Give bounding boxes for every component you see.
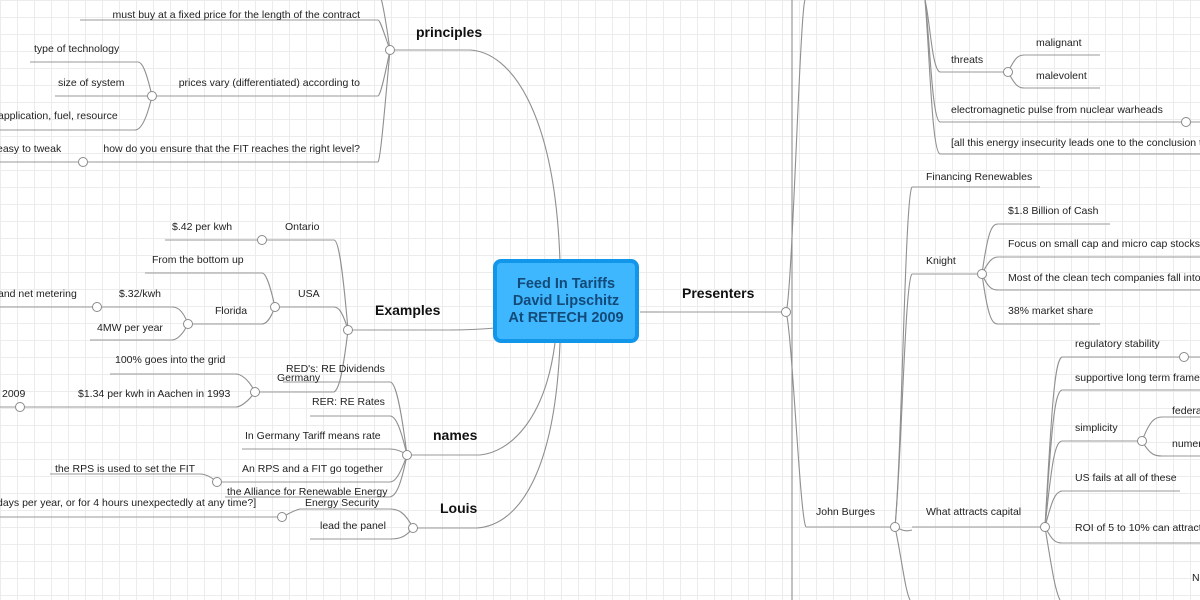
node-cash[interactable]: $1.8 Billion of Cash	[1008, 205, 1099, 217]
junction-dots	[15, 45, 1191, 533]
node-ontario-price[interactable]: $.42 per kwh	[172, 221, 232, 233]
node-grid-100[interactable]: 100% goes into the grid	[115, 354, 225, 366]
node-usa[interactable]: USA	[298, 288, 320, 300]
node-aachen[interactable]: $1.34 per kwh in Aachen in 1993	[78, 388, 231, 400]
node-right-level[interactable]: how do you ensure that the FIT reaches t…	[103, 143, 360, 155]
node-federal[interactable]: federa	[1172, 405, 1200, 417]
node-us-fails[interactable]: US fails at all of these	[1075, 472, 1177, 484]
central-topic[interactable]: Feed In Tariffs David Lipschitz At RETEC…	[493, 259, 639, 343]
node-florida-price[interactable]: $.32/kwh	[119, 288, 161, 300]
node-threats[interactable]: threats	[951, 54, 983, 66]
node-regulatory-stability[interactable]: regulatory stability	[1075, 338, 1160, 350]
node-prices-vary[interactable]: prices vary (differentiated) according t…	[179, 77, 360, 89]
branch-names[interactable]: names	[433, 427, 478, 443]
node-numerous[interactable]: numer	[1172, 438, 1200, 450]
node-energy-security[interactable]: Energy Security	[305, 497, 380, 509]
node-net-metering[interactable]: and net metering	[0, 288, 77, 300]
node-energy-insecurity[interactable]: [all this energy insecurity leads one to…	[951, 137, 1200, 149]
node-rps-sets-fit[interactable]: the RPS is used to set the FIT	[55, 463, 196, 475]
central-line-3: At RETECH 2009	[508, 309, 624, 326]
node-ontario[interactable]: Ontario	[285, 221, 320, 233]
node-knight[interactable]: Knight	[926, 255, 956, 267]
node-type-of-technology[interactable]: type of technology	[34, 43, 120, 55]
node-from-bottom-up[interactable]: From the bottom up	[152, 254, 244, 266]
node-simplicity[interactable]: simplicity	[1075, 422, 1118, 434]
node-what-attracts-capital[interactable]: What attracts capital	[926, 506, 1021, 518]
branch-principles[interactable]: principles	[416, 24, 482, 40]
node-lead-panel[interactable]: lead the panel	[320, 520, 386, 532]
node-tariff-means-rate[interactable]: In Germany Tariff means rate	[245, 430, 381, 442]
node-easy-to-tweak[interactable]: easy to tweak	[0, 143, 62, 155]
branch-louis[interactable]: Louis	[440, 500, 478, 516]
node-malignant[interactable]: malignant	[1036, 37, 1082, 49]
node-fixed-price[interactable]: must buy at a fixed price for the length…	[113, 9, 361, 21]
node-florida-capacity[interactable]: 4MW per year	[97, 322, 163, 334]
node-rer[interactable]: RER: RE Rates	[312, 396, 385, 408]
node-n-cut[interactable]: N	[1192, 572, 1200, 584]
node-emp[interactable]: electromagnetic pulse from nuclear warhe…	[951, 104, 1163, 116]
node-alliance[interactable]: the Alliance for Renewable Energy	[227, 486, 388, 498]
node-supportive-long-term[interactable]: supportive long term frame	[1075, 372, 1200, 384]
branch-presenters[interactable]: Presenters	[682, 285, 755, 301]
node-market-share[interactable]: 38% market share	[1008, 305, 1093, 317]
node-florida[interactable]: Florida	[215, 305, 247, 317]
node-size-of-system[interactable]: size of system	[58, 77, 125, 89]
node-germany[interactable]: Germany	[277, 372, 321, 384]
node-year-2009[interactable]: 2009	[2, 388, 26, 400]
node-rps-fit[interactable]: An RPS and a FIT go together	[242, 463, 384, 475]
node-days-per-year[interactable]: days per year, or for 4 hours unexpected…	[0, 497, 256, 509]
branch-examples[interactable]: Examples	[375, 302, 441, 318]
node-john-burges[interactable]: John Burges	[816, 506, 875, 518]
node-clean-tech[interactable]: Most of the clean tech companies fall in…	[1008, 272, 1200, 284]
node-roi[interactable]: ROI of 5 to 10% can attract	[1075, 522, 1200, 534]
central-line-1: Feed In Tariffs	[516, 275, 616, 292]
central-line-2: David Lipschitz	[512, 292, 620, 309]
node-application[interactable]: application, fuel, resource	[0, 110, 118, 122]
node-reds[interactable]: RED's: RE Dividends	[286, 363, 385, 375]
node-malevolent[interactable]: malevolent	[1036, 70, 1087, 82]
node-financing-renewables[interactable]: Financing Renewables	[926, 171, 1032, 183]
node-small-cap[interactable]: Focus on small cap and micro cap stocks	[1008, 238, 1200, 250]
